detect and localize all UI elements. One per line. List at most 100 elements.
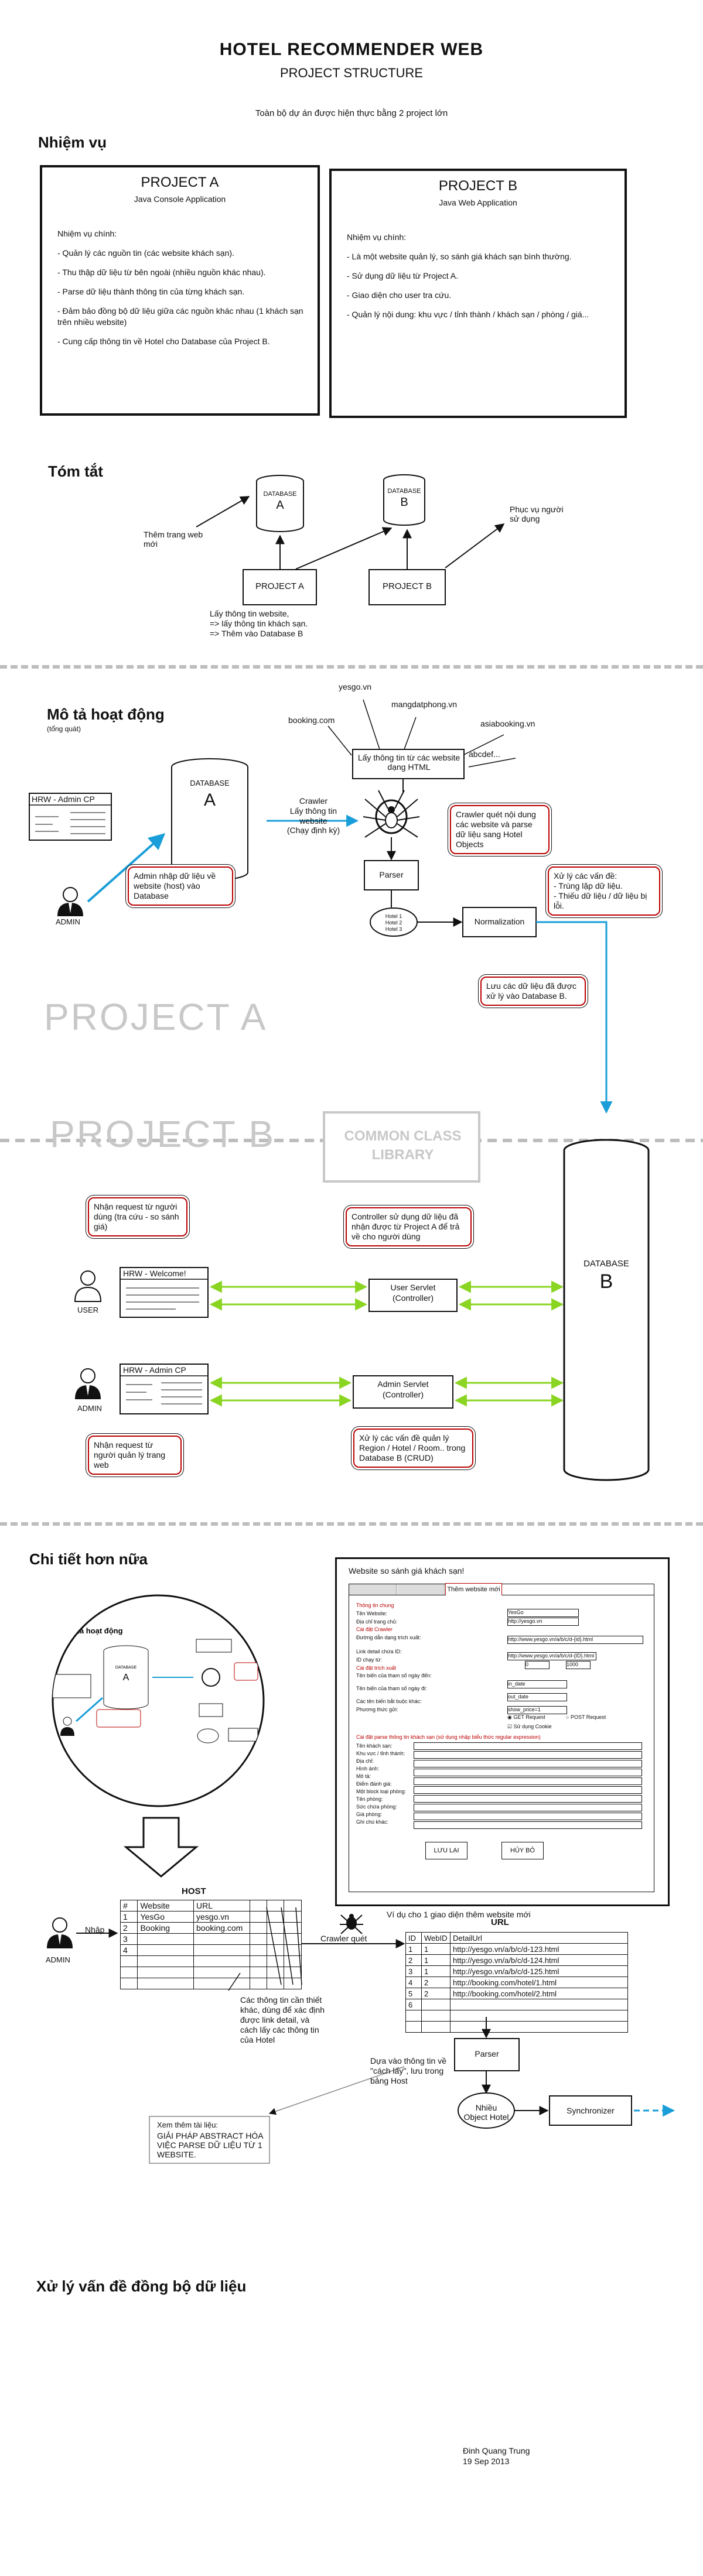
extract-path-input[interactable]: http://www.yesgo.vn/a/b/c/d-{id}.html bbox=[507, 1636, 643, 1644]
spider-crawler-icon bbox=[363, 790, 420, 838]
table-row bbox=[120, 1978, 302, 1989]
project-b-subtitle: Java Web Application bbox=[439, 198, 517, 207]
detail-parser-box bbox=[454, 2038, 520, 2071]
method-get-radio[interactable]: ◉ GET Request bbox=[507, 1714, 545, 1720]
xem-them-label: Xem thêm tài liệu: bbox=[157, 2121, 219, 2129]
summary-db-b-label: DATABASE bbox=[387, 488, 421, 495]
svg-text:DATABASE: DATABASE bbox=[115, 1666, 137, 1670]
site-booking: booking.com bbox=[288, 715, 335, 725]
save-button[interactable]: LƯU LẠI bbox=[425, 1842, 467, 1859]
table-row bbox=[405, 2010, 628, 2022]
overview-db-a-letter: A bbox=[203, 790, 216, 810]
form-label: Tên biến của tham số ngày đến: bbox=[356, 1673, 432, 1679]
project-b-item: - Là một website quản lý, so sánh giá kh… bbox=[347, 252, 572, 261]
summary-db-b-letter: B bbox=[400, 496, 408, 509]
hrw-welcome: HRW - Welcome! bbox=[123, 1269, 186, 1278]
detail-diagram bbox=[47, 1907, 675, 2164]
form-window: Website so sánh giá khách sạn! Thêm webs… bbox=[335, 1557, 670, 1906]
hrw-admin-cp-2: HRW - Admin CP bbox=[123, 1365, 186, 1375]
svg-text:A: A bbox=[123, 1673, 129, 1683]
form-tab-active[interactable]: Thêm website mới bbox=[445, 1583, 502, 1595]
xu-ly-note: Xử lý các vấn đề: - Trùng lặp dữ liệu. -… bbox=[548, 866, 660, 916]
form-tabs: Thêm website mới bbox=[349, 1583, 654, 1595]
project-b-item: - Sử dụng dữ liệu từ Project A. bbox=[347, 271, 458, 280]
page-title: HOTEL RECOMMENDER WEB bbox=[219, 40, 484, 59]
admin2-person-icon bbox=[75, 1368, 101, 1399]
id-from-input[interactable]: 0 bbox=[525, 1661, 550, 1669]
synchronizer-label: Synchronizer bbox=[567, 2106, 615, 2115]
common-class-library-label: COMMON CLASS LIBRARY bbox=[344, 1128, 462, 1163]
method-post-radio[interactable]: ○ POST Request bbox=[566, 1714, 606, 1720]
project-b-heading: Nhiệm vụ chính: bbox=[347, 232, 407, 242]
crawler-label: Crawler Lấy thông tin website bbox=[289, 796, 337, 825]
detail-link-input[interactable]: http://www.yesgo.vn/a/b/c/d-{ID}.html bbox=[507, 1652, 596, 1660]
database-b-cylinder bbox=[383, 474, 425, 526]
crawler-quet-label: Crawler quét bbox=[320, 1934, 367, 1943]
cancel-button[interactable]: HỦY BỎ bbox=[501, 1842, 544, 1859]
other-vars-input[interactable]: show_price=1 bbox=[507, 1706, 567, 1714]
nhap-label: Nhập bbox=[85, 1925, 105, 1934]
summary-db-a-letter: A bbox=[276, 499, 284, 512]
hrw-admin-cp-1: HRW - Admin CP bbox=[32, 794, 95, 804]
website-name-input[interactable]: YesGo bbox=[507, 1609, 579, 1617]
intro-text: Toàn bộ dự án được hiện thực bằng 2 proj… bbox=[255, 108, 448, 118]
dua-vao-note: Dựa vào thông tin về "cách lấy", lưu tro… bbox=[370, 2056, 447, 2085]
date: 19 Sep 2013 bbox=[463, 2457, 510, 2466]
crawler-note: Crawler quét nội dung các website và par… bbox=[450, 805, 550, 854]
summary-diagram bbox=[196, 474, 505, 605]
in-date-input[interactable]: in_date bbox=[507, 1680, 567, 1688]
form-label: Tên biến của tham số ngày đi: bbox=[356, 1686, 427, 1692]
overview-thumbnail: DATABASE A ô tả hoạt động bbox=[52, 1594, 265, 1807]
form-panel: Thêm website mới Thông tin chung Tên Web… bbox=[349, 1583, 654, 1892]
summary-project-a-label: PROJECT A bbox=[255, 581, 305, 591]
hotel-item: Hotel 3 bbox=[385, 926, 402, 932]
project-a-box: PROJECT A Java Console Application Nhiệm… bbox=[40, 165, 320, 416]
homepage-input[interactable]: http://yesgo.vn bbox=[507, 1618, 579, 1626]
host-table-title: HOST bbox=[182, 1886, 206, 1896]
project-a-subtitle: Java Console Application bbox=[134, 194, 226, 204]
site-yesgo: yesgo.vn bbox=[339, 682, 372, 691]
section-xu-ly: Xử lý vấn đề đồng bộ dữ liệu bbox=[36, 2277, 247, 2295]
url-header-row: ID WebID DetailUrl bbox=[405, 1932, 628, 1944]
url-table-title: URL bbox=[491, 1917, 509, 1927]
parser-label-1: Parser bbox=[379, 870, 404, 879]
chay-dinh-ky: (Chạy định kỳ) bbox=[286, 825, 340, 835]
form-tab[interactable] bbox=[397, 1584, 445, 1595]
overview-diagram bbox=[0, 699, 703, 1481]
id-to-input[interactable]: 1000 bbox=[566, 1661, 591, 1669]
hotels-list: Hotel 1 Hotel 2 Hotel 3 bbox=[376, 913, 411, 933]
database-a-cylinder bbox=[256, 475, 304, 532]
project-a-heading: Nhiệm vụ chính: bbox=[57, 229, 117, 238]
luu-note: Lưu các dữ liệu đã được xử lý vào Databa… bbox=[480, 977, 586, 1006]
form-label: Cài đặt Crawler bbox=[356, 1626, 393, 1633]
user-person-icon bbox=[74, 1270, 102, 1302]
form-label: Phương thức gửi: bbox=[356, 1706, 398, 1712]
form-tab[interactable] bbox=[349, 1584, 397, 1595]
section-nhiem-vu: Nhiệm vụ bbox=[38, 133, 107, 151]
project-a-item: - Đảm bảo đồng bộ dữ liệu giữa các nguồn… bbox=[57, 306, 303, 327]
form-caption: Ví dụ cho 1 giao diện thêm website mới bbox=[387, 1910, 531, 1919]
out-date-input[interactable]: out_date bbox=[507, 1693, 567, 1701]
parse-inputs[interactable] bbox=[414, 1742, 642, 1829]
project-b-box: PROJECT B Java Web Application Nhiệm vụ … bbox=[329, 169, 627, 418]
detail-admin-label: ADMIN bbox=[46, 1955, 70, 1964]
project-a-item: - Quản lý các nguồn tin (các website khá… bbox=[57, 248, 234, 258]
big-down-arrow-icon bbox=[123, 1817, 199, 1878]
normalization-label: Normalization bbox=[474, 917, 525, 926]
form-label: Các tên biến bắt buộc khác: bbox=[356, 1698, 422, 1704]
hotel-item: Hotel 1 bbox=[385, 913, 402, 919]
overview-db-b-cylinder bbox=[563, 1139, 650, 1481]
separator-2 bbox=[0, 1522, 703, 1526]
overview-parser-box bbox=[364, 860, 419, 890]
cookie-checkbox[interactable]: ☑ Sử dụng Cookie bbox=[507, 1724, 552, 1729]
summary-project-a-box bbox=[243, 569, 317, 605]
form-label: Địa chỉ trang chủ: bbox=[356, 1618, 398, 1625]
overview-db-a-label: DATABASE bbox=[190, 779, 230, 787]
giai-phap-label: GIẢI PHÁP ABSTRACT HÓA VIỆC PARSE DỮ LIỆ… bbox=[157, 2131, 263, 2159]
